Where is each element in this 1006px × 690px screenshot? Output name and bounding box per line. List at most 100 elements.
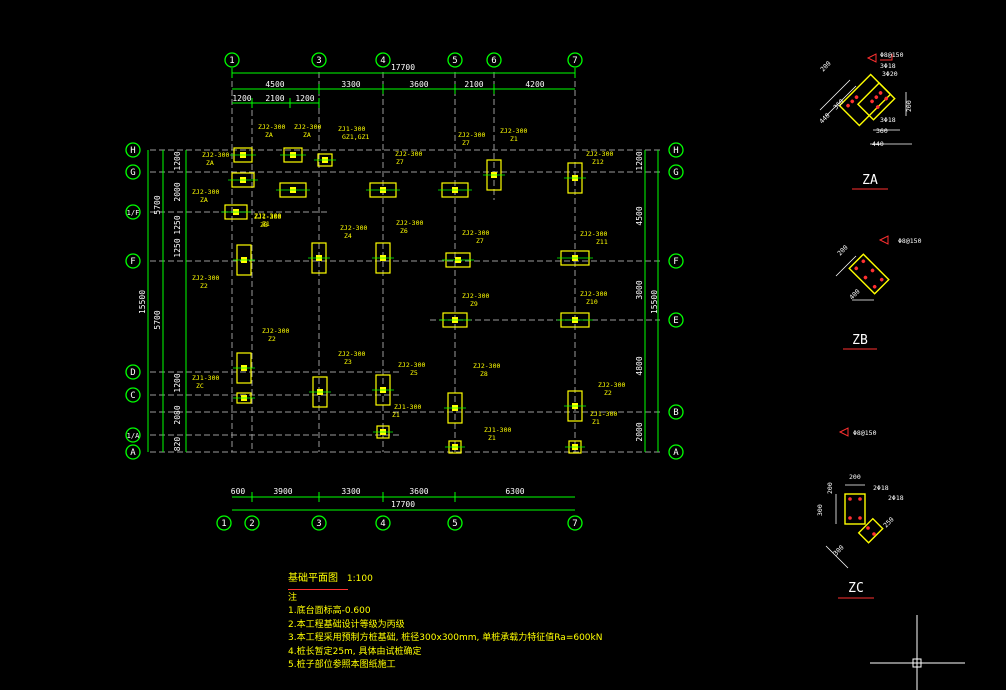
za-rebar-3: 3Φ18: [880, 116, 896, 124]
axis-bubble-left-1/A: 1/A: [125, 427, 141, 443]
svg-text:1: 1: [221, 519, 226, 529]
right-dim-3: 3000: [635, 280, 644, 299]
bottom-dim-1: 600: [231, 487, 246, 496]
foundation-label: ZJ2-300: [580, 290, 607, 298]
svg-text:6: 6: [491, 56, 496, 66]
right-dim-1: 1200: [635, 151, 644, 170]
axis-bubble-bottom-1: 1: [216, 515, 232, 531]
right-dim-5: 2000: [635, 422, 644, 441]
foundation-label: ZJ2-300: [500, 127, 527, 135]
zc-dim-2: 200: [826, 482, 834, 494]
crosshair-cursor[interactable]: [870, 615, 965, 690]
svg-text:3: 3: [316, 519, 321, 529]
axis-bubble-left-1/F: 1/F: [125, 204, 141, 220]
svg-text:5: 5: [452, 519, 457, 529]
svg-text:3: 3: [316, 56, 321, 66]
foundation-label: ZJ2-300: [258, 123, 285, 131]
column-pedestal: [564, 390, 586, 422]
column-pedestal: [309, 376, 331, 408]
axis-bubble-right-E: E: [668, 312, 684, 328]
note-item-2: 2.本工程基础设计等级为丙级: [288, 619, 405, 630]
foundation-label: ZB: [260, 221, 268, 229]
svg-text:A: A: [673, 448, 679, 458]
axis-bubble-right-G: G: [668, 164, 684, 180]
foundation-label: ZC: [196, 382, 204, 390]
bottom-axis-bubbles: 1 2 3 4 5 7: [216, 515, 583, 531]
axis-bubble-left-C: C: [125, 387, 141, 403]
axis-bubble-top-3: 3: [311, 52, 327, 68]
column-pedestal: [442, 252, 474, 268]
right-total-dim: 15500: [650, 290, 659, 314]
axis-bubble-left-H: H: [125, 142, 141, 158]
svg-text:F: F: [130, 257, 135, 267]
left-dim-inner-7: 820: [173, 437, 182, 452]
axis-bubble-bottom-4: 4: [375, 515, 391, 531]
foundation-label: ZJ2-300: [254, 212, 281, 220]
column-pedestal: [372, 242, 394, 274]
foundation-label: ZJ2-300: [458, 131, 485, 139]
foundation-label: ZJ2-300: [396, 219, 423, 227]
column-pedestal: [438, 182, 472, 198]
foundation-label: ZJ2-300: [340, 224, 367, 232]
column-pedestal: [444, 392, 466, 424]
svg-text:H: H: [673, 146, 678, 156]
column-pedestal: [230, 147, 256, 163]
svg-text:E: E: [673, 316, 678, 326]
za-rebar-2: 3Φ20: [882, 70, 898, 78]
left-total-dim: 15500: [138, 290, 147, 314]
svg-text:C: C: [130, 391, 135, 401]
axis-bubble-right-H: H: [668, 142, 684, 158]
foundation-label: Z7: [476, 237, 484, 245]
left-dim-outer-2: 5700: [153, 310, 162, 329]
left-dim-outer-1: 5700: [153, 195, 162, 214]
column-pedestal: [228, 172, 258, 188]
foundation-label: Z7: [462, 139, 470, 147]
column-pedestal: [483, 159, 505, 191]
svg-text:7: 7: [572, 519, 577, 529]
column-pedestal: [280, 147, 306, 163]
svg-text:7: 7: [572, 56, 577, 66]
foundation-label: ZJ2-300: [586, 150, 613, 158]
column-pedestal: [308, 242, 330, 274]
top-total-dim: 17700: [391, 63, 415, 72]
detail-zc: 200 200 300 300 250 2Φ18 2Φ18 Φ8@150 ZC: [816, 427, 904, 599]
foundation-label: ZA: [206, 159, 214, 167]
za-stirrup: Φ8@150: [880, 51, 904, 59]
axis-bubble-right-A: A: [668, 444, 684, 460]
svg-text:5: 5: [452, 56, 457, 66]
svg-text:A: A: [130, 448, 136, 458]
svg-text:B: B: [673, 408, 678, 418]
svg-text:1/A: 1/A: [127, 432, 140, 440]
foundation-label: Z8: [480, 370, 488, 378]
foundation-label: Z11: [596, 238, 608, 246]
column-pedestal: [439, 312, 471, 328]
column-pedestal: [557, 312, 593, 328]
column-pedestal: [314, 153, 336, 167]
column-pedestal: [373, 425, 393, 439]
bottom-dim-5: 6300: [505, 487, 524, 496]
left-dim-inner-2: 2000: [173, 182, 182, 201]
column-pedestal: [445, 440, 465, 454]
foundation-label: ZJ1-300: [254, 213, 281, 221]
axis-bubble-top-1: 1: [224, 52, 240, 68]
column-pedestal: [557, 250, 593, 266]
left-dim-inner-6: 2080: [173, 405, 182, 424]
svg-text:4: 4: [380, 56, 385, 66]
top-dim-6: 1200: [232, 94, 251, 103]
column-pedestal: [565, 440, 585, 454]
column-pedestal: [276, 182, 310, 198]
drawing-notes: 基础平面图 1:100 注 1.底台面标高-0.600 2.本工程基础设计等级为…: [288, 572, 602, 673]
note-item-4: 4.桩长暂定25m, 具体由试桩确定: [288, 646, 422, 657]
notes-scale: 1:100: [346, 574, 373, 584]
foundation-label: Z1: [592, 418, 600, 426]
foundation-label: ZJ2-300: [338, 350, 365, 358]
foundation-label: GZ1,GZ1: [342, 133, 369, 141]
detail-zc-title: ZC: [848, 581, 864, 596]
axis-bubble-top-4: 4: [375, 52, 391, 68]
notes-title: 基础平面图: [288, 573, 338, 584]
axis-bubble-left-A: A: [125, 444, 141, 460]
axis-bubble-bottom-3: 3: [311, 515, 327, 531]
axis-bubble-bottom-2: 2: [244, 515, 260, 531]
